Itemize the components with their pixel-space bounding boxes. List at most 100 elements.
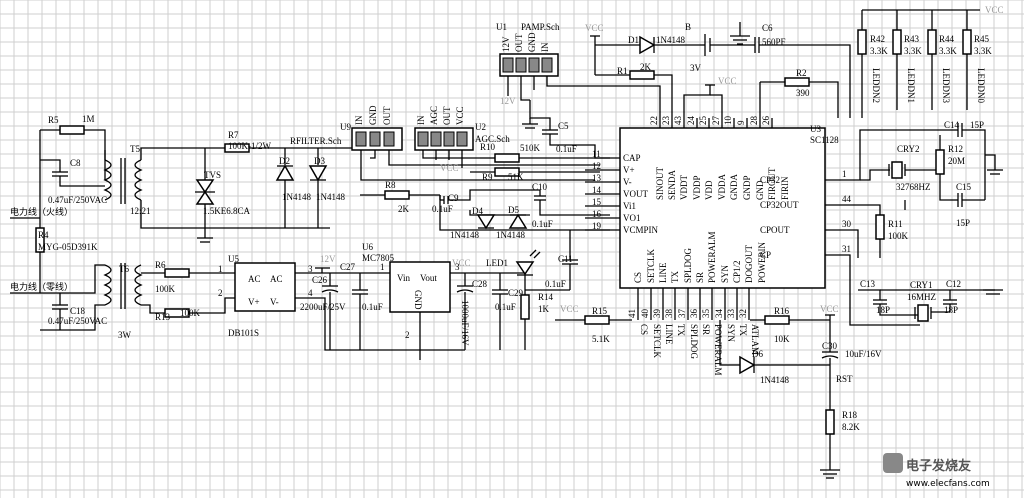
vcc-label-right: VCC bbox=[985, 5, 1004, 15]
watermark-cn: 电子发烧友 bbox=[906, 458, 971, 474]
u2-agc: U2 AGC.Sch IN AGC OUT VCC VCC bbox=[414, 106, 510, 173]
transformer-t5-secondary bbox=[134, 159, 143, 201]
u3-bottom-pin-2: LINE bbox=[658, 262, 668, 283]
u2-pin-in: IN bbox=[416, 115, 426, 125]
c15-value: 15P bbox=[956, 218, 970, 228]
vin-12v-label: 12V bbox=[320, 254, 336, 264]
cry2-value: 32768HZ bbox=[896, 182, 931, 192]
u1-ref: U1 bbox=[496, 22, 507, 32]
u3-bottom-label-1: SETCLK bbox=[652, 324, 662, 359]
t6-value: 3W bbox=[118, 330, 132, 340]
r43-ref: R43 bbox=[904, 34, 920, 44]
u3-bottom-num-4: 37 bbox=[677, 309, 687, 319]
u2-pin-out: OUT bbox=[442, 106, 452, 125]
resistor-r44: R44 3.3K LEDDN3 bbox=[927, 10, 957, 110]
c6-value: 560PF bbox=[762, 37, 786, 47]
u5-ref: U5 bbox=[228, 254, 239, 264]
r2-ref: R2 bbox=[796, 68, 807, 78]
u6-name: MC7805 bbox=[362, 253, 395, 263]
resistor-r12 bbox=[935, 149, 945, 175]
u3-left-pin-5: VO1 bbox=[623, 213, 641, 223]
u6-pin-vout: Vout bbox=[420, 273, 437, 283]
u1-name: PAMP.Sch bbox=[521, 22, 560, 32]
r45-value: 3.3K bbox=[974, 46, 992, 56]
u9-pin-out: OUT bbox=[382, 106, 392, 125]
resistor-r16 bbox=[764, 315, 790, 325]
c5-ref: C5 bbox=[558, 121, 569, 131]
u3-right-num-3: 31 bbox=[842, 244, 851, 254]
u3-bottom-num-1: 40 bbox=[640, 309, 650, 319]
u3-bottom-pin-9: DOGOUT bbox=[744, 245, 754, 283]
u3-bottom-label-2: LINE bbox=[664, 324, 674, 345]
resistor-r1 bbox=[629, 70, 655, 80]
u6-num-3: 3 bbox=[455, 262, 460, 272]
u3-left-pin-0: CAP bbox=[623, 153, 641, 163]
u3-bottom-pin-7: SYN bbox=[720, 264, 730, 283]
u3-top-num-7: 9 bbox=[736, 120, 746, 125]
u3-bottom-pin-10: POWERIN bbox=[757, 242, 767, 283]
u3-left-pin-4: Vi1 bbox=[623, 201, 636, 211]
d2-value: 1N4148 bbox=[282, 192, 311, 202]
r42-value: 3.3K bbox=[870, 46, 888, 56]
c18-ref: C18 bbox=[70, 306, 86, 316]
u3-top-pin-10: FIRIN bbox=[780, 176, 790, 200]
r4-value: MYG-05D391K bbox=[38, 242, 98, 252]
c29-value: 0.1uF bbox=[495, 302, 516, 312]
u3-bottom-num-5: 36 bbox=[689, 309, 699, 319]
r10-value: 510K bbox=[520, 143, 541, 153]
cry1-value: 16MHZ bbox=[907, 292, 936, 302]
r16-value: 10K bbox=[774, 334, 790, 344]
u3-right-pin-2: CPOUT bbox=[760, 225, 790, 235]
diode-d1 bbox=[639, 35, 656, 55]
d1-value: 1N4148 bbox=[656, 35, 685, 45]
u3-right-pin-1: CP32OUT bbox=[760, 200, 799, 210]
u3-body bbox=[619, 127, 826, 289]
u3-ref: U3 bbox=[810, 124, 821, 134]
u5-num-3: 3 bbox=[308, 264, 313, 274]
u3-left-pin-1: V+ bbox=[623, 165, 635, 175]
u3-bottom-label-3: TX bbox=[676, 324, 686, 336]
r1-value: 2K bbox=[640, 62, 652, 72]
c10-value: 0.1uF bbox=[532, 219, 553, 229]
transformer-t5-primary bbox=[103, 159, 112, 201]
u3-bottom-num-8: 33 bbox=[726, 309, 736, 319]
t6-ref: T6 bbox=[119, 264, 129, 274]
diode-d3 bbox=[308, 165, 328, 182]
r43-value: 3.3K bbox=[904, 46, 922, 56]
u3-top-pin-0: SINOUT bbox=[655, 166, 665, 200]
c11-ref: C11 bbox=[558, 254, 573, 264]
watermark-logo-icon bbox=[883, 453, 903, 473]
live-line-label: 电力线（火线） bbox=[10, 206, 73, 217]
u3-bottom-label-5: SR bbox=[701, 324, 711, 335]
r42-ref: R42 bbox=[870, 34, 885, 44]
u3-bottom-pin-8: CP1/2 bbox=[732, 260, 742, 283]
u1-pin-12v: 12V bbox=[501, 36, 511, 52]
transformer-t6-primary bbox=[103, 264, 112, 306]
u1-pin-out: OUT bbox=[514, 33, 524, 52]
resistor-r14 bbox=[520, 294, 530, 320]
c15-ref: C15 bbox=[956, 182, 972, 192]
u9-ref: U9 bbox=[340, 122, 351, 132]
d5-ref: D5 bbox=[508, 205, 519, 215]
u3-top-pin-7: GNDP bbox=[742, 175, 752, 200]
u3-bottom-label-7: SYN bbox=[726, 324, 736, 343]
resistor-r18 bbox=[825, 409, 835, 435]
u5-name: DB101S bbox=[228, 328, 259, 338]
tvs-value: 1.5KE6.8CA bbox=[203, 206, 251, 216]
c14-ref: C14 bbox=[944, 120, 960, 130]
u3-top-num-8: 28 bbox=[749, 116, 759, 126]
u3-top-num-5: 27 bbox=[711, 116, 721, 126]
u6-num-1: 1 bbox=[380, 262, 385, 272]
battery-value: 3V bbox=[690, 63, 702, 73]
u5-body bbox=[234, 262, 296, 312]
u3-bottom-pin-3: TX bbox=[670, 271, 680, 283]
u3-bottom-label-9: ATLAM bbox=[750, 324, 760, 355]
input-protection: R7 100K-1/2W TVS 1.5KE6.8CA D2 1N4148 D3… bbox=[195, 130, 360, 243]
u9-pin-in: IN bbox=[354, 115, 364, 125]
r8-value: 2K bbox=[398, 204, 410, 214]
power-supply: 12V C27 C26 2200uF/25V 0.1uF U6 MC7805 V… bbox=[300, 242, 570, 350]
r7-ref: R7 bbox=[228, 130, 239, 140]
diode-d6 bbox=[739, 355, 756, 375]
tvs-diode-bottom bbox=[195, 190, 215, 205]
resistor-r11 bbox=[875, 214, 885, 240]
